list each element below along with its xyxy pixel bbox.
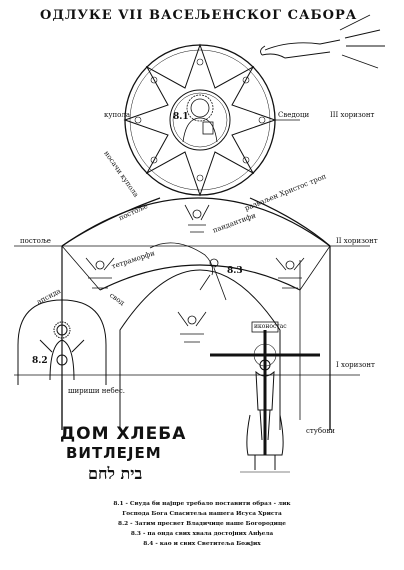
- vault-structure: [61, 197, 331, 430]
- caption-line-1: 8.1 - Свуда би најпре требало поставити …: [113, 501, 291, 507]
- caption-line-4: 8.3 - па онда свих хвала достојних Анђел…: [130, 531, 274, 537]
- star-of-eight: [123, 43, 277, 197]
- handwriting-dom-hleba: ДОМ ХЛЕБА: [60, 424, 187, 444]
- hand-of-god: [260, 14, 385, 69]
- crucifix: [210, 321, 320, 470]
- label-8-1: 8.1: [173, 112, 189, 122]
- diagram-title: ОДЛУКЕ VII ВАСЕЉЕНСКОГ САБОРА: [40, 8, 358, 23]
- label-8-3: 8.3: [227, 266, 243, 276]
- apse: [17, 299, 107, 385]
- label-kupola: купола: [104, 111, 130, 119]
- label-8-2: 8.2: [32, 356, 48, 366]
- caption-line-5: 8.4 - као и свих Светитеља Божјих: [143, 541, 261, 547]
- label-horizont-1: I хоризонт: [336, 361, 375, 369]
- seraph-right: [275, 257, 305, 289]
- label-postolje: постоље: [20, 237, 51, 245]
- horizon-lines: [14, 119, 370, 376]
- label-svedoci: Сведоци: [278, 111, 310, 119]
- christ-figure-dome: [182, 94, 218, 143]
- handwriting-hebrew: בית לחם: [88, 464, 143, 483]
- seraph-top: [184, 204, 210, 233]
- label-horizont-3: III хоризонт: [330, 111, 375, 119]
- seraphim-figures: [85, 204, 305, 343]
- handwriting-vitlejem: ВИТЛЕЈЕМ: [66, 444, 162, 462]
- label-stubovi: стубови: [306, 427, 335, 435]
- label-horizont-2: II хоризонт: [336, 237, 378, 245]
- star-figures: [134, 58, 266, 182]
- caption-line-3: 8.2 - Затим пресвет Владичице наше Богор…: [118, 521, 286, 527]
- label-ikonostas: иконостас: [254, 323, 287, 330]
- dome: [123, 43, 277, 197]
- label-shira-nebes: шириши небес.: [68, 387, 126, 395]
- caption-line-2: Господа Бога Спаситеља нашега Исуса Хрис…: [122, 511, 282, 517]
- angel-flying: [149, 242, 227, 301]
- seraph-bottom: [177, 311, 207, 343]
- virgin-orant: [39, 321, 85, 381]
- seraph-left: [85, 257, 115, 289]
